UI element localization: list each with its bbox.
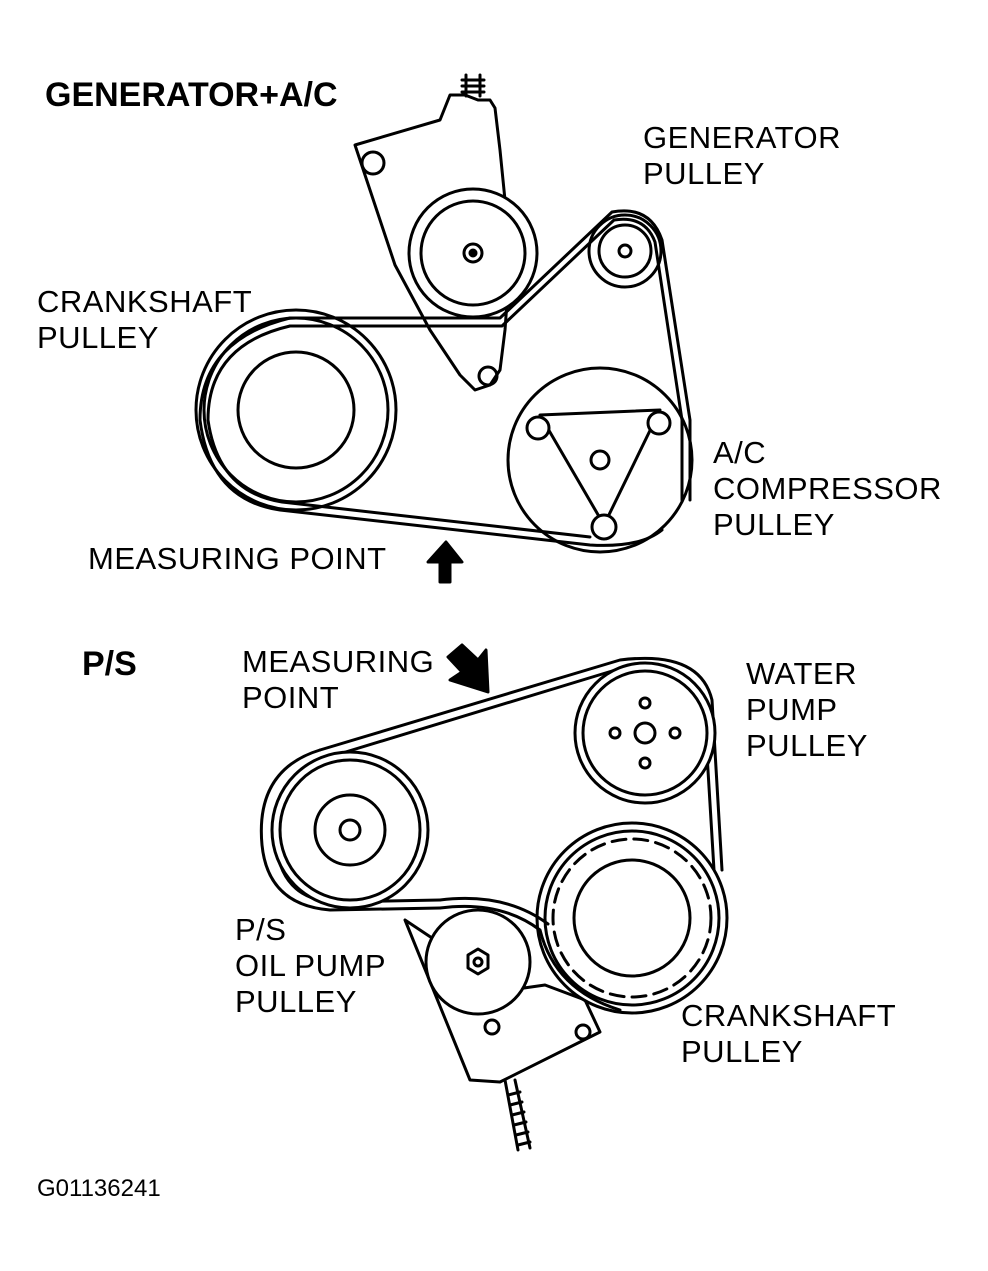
label-crankshaft-pulley-bottom: CRANKSHAFT PULLEY: [681, 998, 896, 1070]
label-water-line3: PULLEY: [746, 728, 868, 763]
water-pump-pulley: [573, 661, 717, 805]
up-arrow-icon: [426, 540, 464, 584]
generator-body-pulley: [407, 187, 539, 319]
label-generator-pulley: GENERATOR PULLEY: [643, 120, 841, 192]
label-crankshaft-pulley-top: CRANKSHAFT PULLEY: [37, 284, 252, 356]
label-crankshaft-pulley-top-line1: CRANKSHAFT: [37, 284, 253, 319]
label-crankshaft-pulley-top-line2: PULLEY: [37, 320, 159, 355]
label-ac-line3: PULLEY: [713, 507, 835, 542]
ps-crankshaft-area: [270, 750, 430, 910]
label-ac-line2: COMPRESSOR: [713, 471, 942, 506]
label-measuring-bottom-line1: MEASURING: [242, 644, 435, 679]
label-measuring-bottom-line2: POINT: [242, 680, 340, 715]
ac-compressor-pulley: [506, 366, 694, 554]
label-generator-pulley-line1: GENERATOR: [643, 120, 841, 155]
ps-oil-pump-pulley: [424, 908, 532, 1016]
label-ps-line3: PULLEY: [235, 984, 357, 1019]
label-measuring-point-bottom: MEASURING POINT: [242, 644, 434, 716]
belt-bottom-wrap: [438, 896, 622, 1012]
label-ps-oil-pump-pulley: P/S OIL PUMP PULLEY: [235, 912, 386, 1020]
belt-top: [198, 209, 692, 547]
title-generator-ac: GENERATOR+A/C: [45, 76, 338, 114]
label-water-line2: PUMP: [746, 692, 838, 727]
down-arrow-icon: [446, 643, 490, 694]
label-crank-bottom-line2: PULLEY: [681, 1034, 803, 1069]
figure-code: G01136241: [37, 1175, 161, 1202]
label-water-line1: WATER: [746, 656, 857, 691]
title-ps: P/S: [82, 645, 137, 683]
crankshaft-pulley-bottom: [535, 821, 729, 1015]
generator-pulley: [587, 213, 663, 289]
label-ps-line1: P/S: [235, 912, 287, 947]
label-ac-line1: A/C: [713, 435, 767, 470]
label-ac-compressor-pulley: A/C COMPRESSOR PULLEY: [713, 435, 942, 543]
label-water-pump-pulley: WATER PUMP PULLEY: [746, 656, 868, 764]
label-measuring-point-top: MEASURING POINT: [88, 541, 387, 576]
label-crank-bottom-line1: CRANKSHAFT: [681, 998, 897, 1033]
label-ps-line2: OIL PUMP: [235, 948, 386, 983]
label-generator-pulley-line2: PULLEY: [643, 156, 765, 191]
